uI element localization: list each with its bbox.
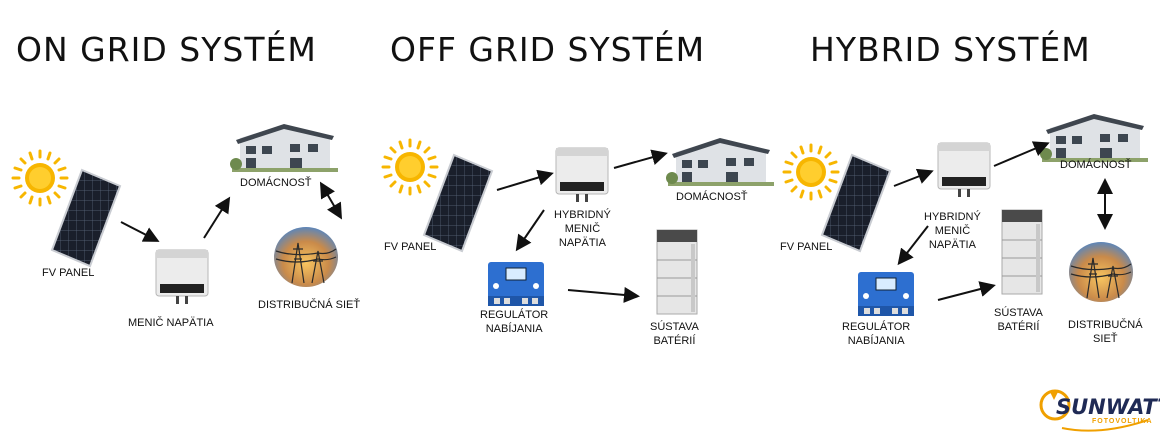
power-grid-icon (273, 226, 339, 288)
title-on-grid: ON GRID SYSTÉM (16, 30, 317, 69)
on-grid-diagram (11, 124, 343, 305)
inverter-icon (555, 147, 609, 203)
arrow-panel-to-inverter (496, 169, 554, 191)
charge-regulator-icon (487, 261, 545, 307)
solar-panel-icon (821, 154, 891, 252)
arrow-inverter-to-house (203, 196, 231, 239)
label-battery: SÚSTAVA BATÉRIÍ (994, 307, 1043, 333)
battery-stack-icon (1001, 209, 1043, 295)
solar-panel-icon (51, 169, 121, 267)
label-regulator: REGULÁTOR NABÍJANIA (842, 321, 911, 347)
charge-regulator-icon (857, 271, 915, 317)
title-hybrid: HYBRID SYSTÉM (810, 30, 1091, 69)
arrow-inverter-to-regulator (897, 225, 929, 266)
logo-name: SUNWATT (1056, 395, 1160, 419)
label-house: DOMÁCNOSŤ (676, 191, 748, 203)
house-icon (1040, 114, 1148, 162)
arrow-house-grid (319, 181, 343, 220)
label-grid: DISTRIBUČNÁ SIEŤ (1068, 319, 1143, 345)
label-fv-panel: FV PANEL (42, 267, 95, 279)
inverter-icon (937, 142, 991, 198)
solar-panel-icon (423, 154, 493, 252)
label-hybrid-inverter: HYBRIDNÝ MENIČ NAPÄTIA (924, 211, 981, 251)
arrow-regulator-to-battery (937, 281, 996, 301)
arrow-inverter-to-regulator (515, 209, 545, 252)
sun-icon (381, 138, 439, 196)
label-battery: SÚSTAVA BATÉRIÍ (650, 321, 699, 347)
sun-icon (11, 149, 69, 207)
arrow-inverter-to-house (613, 149, 668, 169)
sunwatt-logo-icon (1039, 389, 1149, 432)
logo-tagline: FOTOVOLTIKA (1092, 418, 1153, 425)
power-grid-icon (1068, 241, 1134, 303)
arrow-regulator-to-battery (567, 286, 640, 303)
battery-stack-icon (656, 229, 698, 315)
label-house: DOMÁCNOSŤ (240, 177, 312, 189)
off-grid-diagram (381, 138, 774, 315)
label-hybrid-inverter: HYBRIDNÝ MENIČ NAPÄTIA (554, 209, 611, 249)
house-icon (666, 138, 774, 186)
title-off-grid: OFF GRID SYSTÉM (390, 30, 706, 69)
inverter-icon (155, 249, 209, 305)
label-fv-panel: FV PANEL (780, 241, 833, 253)
sun-icon (782, 143, 840, 201)
arrow-panel-to-inverter (120, 221, 160, 242)
label-house: DOMÁCNOSŤ (1060, 159, 1132, 171)
label-inverter: MENIČ NAPÄTIA (128, 317, 214, 329)
label-grid: DISTRIBUČNÁ SIEŤ (258, 299, 361, 311)
arrow-inverter-to-house (993, 141, 1050, 167)
house-icon (230, 124, 338, 172)
hybrid-diagram (782, 114, 1148, 317)
label-regulator: REGULÁTOR NABÍJANIA (480, 309, 549, 335)
arrow-panel-to-inverter (893, 168, 934, 187)
label-fv-panel: FV PANEL (384, 241, 437, 253)
